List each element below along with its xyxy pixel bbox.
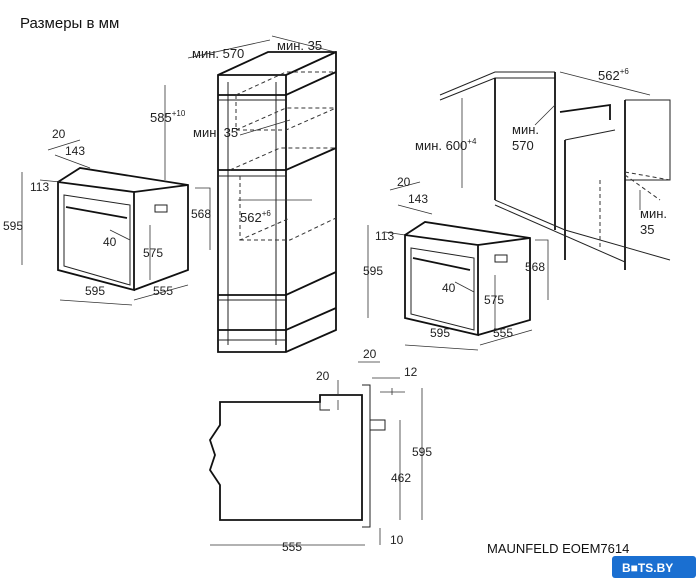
oven-right — [404, 221, 531, 337]
left-d595w: 595 — [85, 284, 105, 298]
side-d20-top: 20 — [363, 347, 377, 361]
cabinet-min35-mid: мин. 35 — [193, 125, 238, 140]
right-d40: 40 — [442, 281, 456, 295]
cabinet-min35-top: мин. 35 — [277, 38, 322, 53]
cabinet-min570: мин. 570 — [192, 46, 244, 61]
right-d568: 568 — [525, 260, 545, 274]
tall-cabinet — [217, 51, 337, 353]
cabinet-585: 585+10 — [150, 109, 186, 125]
right-d20: 20 — [397, 175, 411, 189]
counter-562: 562+6 — [598, 67, 629, 83]
right-d595w: 595 — [430, 326, 450, 340]
left-d40: 40 — [103, 235, 117, 249]
side-d20-left: 20 — [316, 369, 330, 383]
right-d595h: 595 — [363, 264, 383, 278]
left-d595h: 595 — [3, 219, 23, 233]
right-d555: 555 — [493, 326, 513, 340]
left-d575: 575 — [143, 246, 163, 260]
counter-min35-a: мин. — [640, 206, 667, 221]
oven-left — [57, 167, 189, 292]
side-d10: 10 — [390, 533, 404, 547]
cabinet-dimensions: мин. 570 мин. 35 585+10 мин. 35 562+6 — [150, 35, 336, 225]
side-d555: 555 — [282, 540, 302, 554]
counter-min570-b: 570 — [512, 138, 534, 153]
page-title: Размеры в мм — [20, 15, 119, 32]
counter-min35-b: 35 — [640, 222, 654, 237]
side-dimensions: 20 20 12 595 462 555 10 — [210, 347, 432, 554]
oven-left-dimensions: 20 143 113 595 568 40 575 595 555 — [3, 127, 211, 306]
side-d12: 12 — [404, 365, 418, 379]
side-d462: 462 — [391, 471, 411, 485]
counter-min570-a: мин. — [512, 122, 539, 137]
left-d143: 143 — [65, 144, 85, 158]
right-d143: 143 — [408, 192, 428, 206]
counter-unit — [439, 71, 671, 270]
side-d595: 595 — [412, 445, 432, 459]
left-d20: 20 — [52, 127, 66, 141]
left-d555: 555 — [153, 284, 173, 298]
left-d113: 113 — [30, 180, 49, 194]
cabinet-562: 562+6 — [240, 209, 271, 225]
counter-min600: мин. 600+4 — [415, 137, 477, 153]
model-name: MAUNFELD EOEM7614 — [487, 541, 629, 556]
watermark: B■TS.BY — [622, 561, 673, 575]
right-d575: 575 — [484, 293, 504, 307]
left-d568: 568 — [191, 207, 211, 221]
counter-dimensions: 562+6 мин. 600+4 мин. 570 мин. 35 — [415, 67, 667, 237]
oven-right-dimensions: 20 143 113 595 568 40 575 595 555 — [363, 175, 549, 351]
right-d113: 113 — [375, 229, 394, 243]
side-profile — [209, 384, 386, 528]
